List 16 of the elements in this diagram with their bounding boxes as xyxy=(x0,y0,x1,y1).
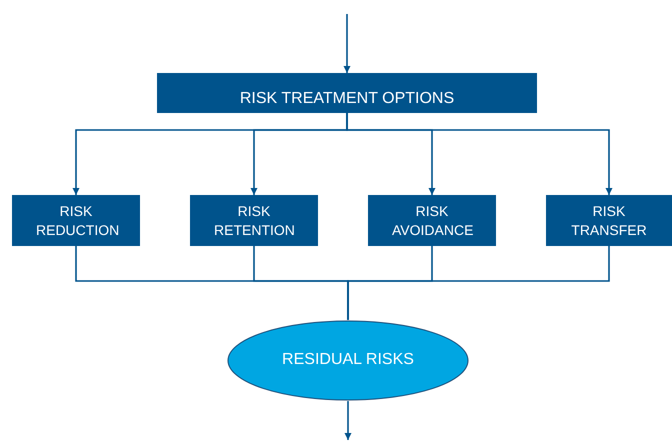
node-label: RISK REDUCTION xyxy=(36,202,116,239)
node-label: RESIDUAL RISKS xyxy=(282,350,414,370)
node-label: RISK RETENTION xyxy=(214,202,294,239)
connector-line xyxy=(347,246,610,320)
result-ellipse xyxy=(227,320,469,401)
node-label: RISK TRANSFER xyxy=(570,202,648,239)
node-label: RISK TREATMENT OPTIONS xyxy=(240,88,454,109)
node-label: RISK AVOIDANCE xyxy=(392,202,472,239)
process-box xyxy=(368,195,496,246)
arrow xyxy=(344,14,350,73)
process-box xyxy=(546,195,672,246)
process-box xyxy=(157,73,537,113)
process-box xyxy=(12,195,140,246)
arrow xyxy=(346,113,612,195)
process-box xyxy=(190,195,318,246)
arrow xyxy=(344,401,352,440)
